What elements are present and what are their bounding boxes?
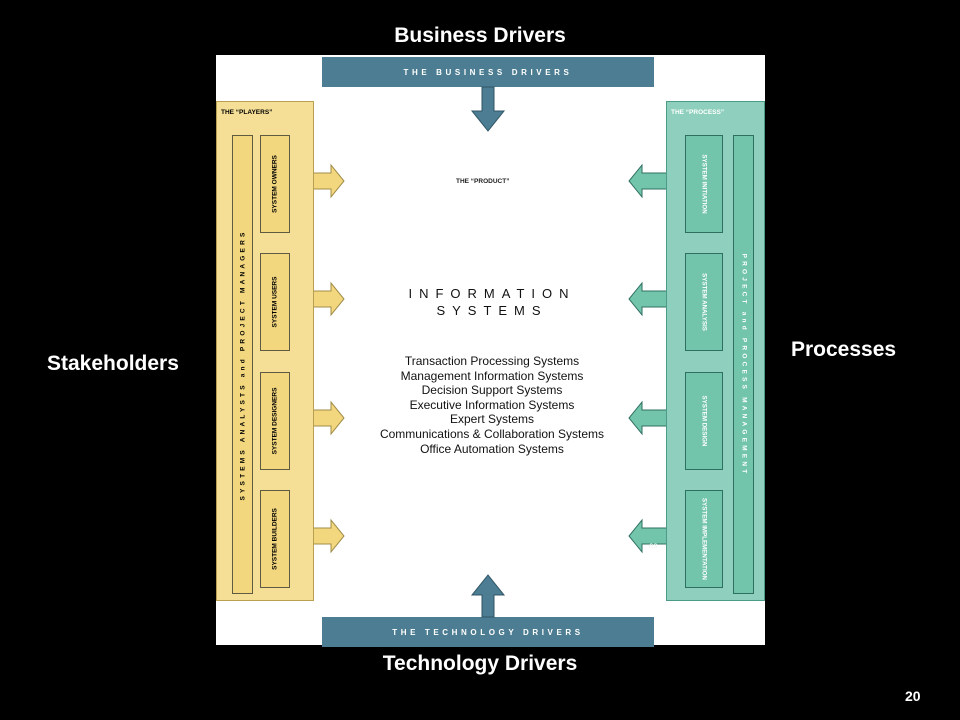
business-drivers-band: THE BUSINESS DRIVERS [322, 57, 654, 87]
processes-label: Processes [791, 338, 897, 361]
business-drivers-label: Business Drivers [394, 24, 566, 47]
phase-label: SYSTEM DESIGN [700, 395, 708, 447]
system-type-item: Executive Information Systems [409, 397, 575, 412]
technology-drivers-band: THE TECHNOLOGY DRIVERS [322, 617, 654, 647]
role-label: SYSTEM USERS [271, 276, 279, 328]
technology-drivers-label: Technology Drivers [382, 652, 578, 675]
role-system-builders: SYSTEM BUILDERS [260, 490, 290, 588]
stakeholders-label: Stakeholders [47, 352, 179, 375]
role-label: SYSTEM OWNERS [271, 155, 279, 213]
role-system-designers: SYSTEM DESIGNERS [260, 372, 290, 470]
page-number: 20 [905, 688, 921, 704]
role-label: SYSTEM BUILDERS [271, 508, 279, 570]
phase-system-design: SYSTEM DESIGN [685, 372, 723, 470]
role-system-users: SYSTEM USERS [260, 253, 290, 351]
players-title: THE “PLAYERS” [221, 109, 273, 116]
process-panel: THE “PROCESS” PROJECT and PROCESS MANAGE… [666, 101, 765, 601]
technology-drivers-arrow [470, 574, 506, 618]
information-systems-title-line1: INFORMATION [408, 286, 576, 301]
project-process-management-label: PROJECT and PROCESS MANAGEMENT [740, 253, 747, 476]
system-type-item: Transaction Processing Systems [404, 354, 580, 368]
role-system-owners: SYSTEM OWNERS [260, 135, 290, 233]
analysts-managers-bar: SYSTEMS ANALYSTS and PROJECT MANAGERS [232, 135, 253, 594]
information-systems-title: INFORMATION SYSTEMS [322, 285, 662, 319]
phase-label: SYSTEM INITIATION [700, 154, 708, 214]
players-panel: THE “PLAYERS” SYSTEMS ANALYSTS and PROJE… [216, 101, 314, 601]
business-drivers-arrow [470, 86, 506, 132]
product-title: THE “PRODUCT” [456, 178, 510, 185]
system-type-item: Management Information Systems [400, 368, 584, 383]
system-type-item: Office Automation Systems [420, 441, 564, 456]
phase-system-analysis: SYSTEM ANALYSIS [685, 253, 723, 351]
process-title: THE “PROCESS” [671, 109, 725, 116]
phase-label: SYSTEM ANALYSIS [700, 273, 708, 331]
information-systems-title-line2: SYSTEMS [436, 303, 548, 318]
phase-system-implementation: SYSTEM IMPLEMENTATION [685, 490, 723, 588]
system-type-item: Decision Support Systems [421, 383, 563, 398]
information-systems-diagram: THE BUSINESS DRIVERS THE TECHNOLOGY DRIV… [216, 55, 765, 647]
faint-overlay-text: es [649, 541, 658, 550]
phase-system-initiation: SYSTEM INITIATION [685, 135, 723, 233]
phase-label: SYSTEM IMPLEMENTATION [700, 498, 708, 580]
role-label: SYSTEM DESIGNERS [271, 387, 279, 455]
system-type-item: Expert Systems [449, 412, 535, 427]
project-process-management-bar: PROJECT and PROCESS MANAGEMENT [733, 135, 754, 594]
analysts-managers-label: SYSTEMS ANALYSTS and PROJECT MANAGERS [239, 228, 246, 501]
system-types-list: Transaction Processing Systems Managemen… [322, 354, 662, 456]
system-type-item: Communications & Collaboration Systems [379, 426, 605, 441]
